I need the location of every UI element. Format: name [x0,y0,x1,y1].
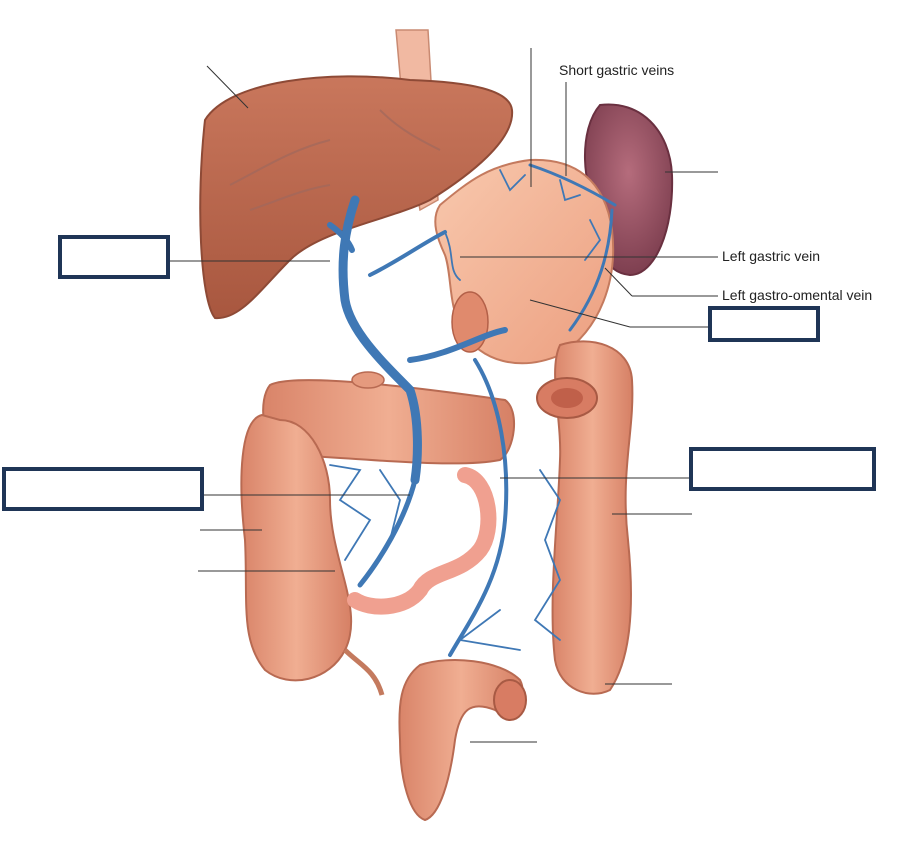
label-left-gastro-omental-vein: Left gastro-omental vein [722,287,873,303]
rectum [398,659,524,822]
hepatic-portal-vein [338,195,422,485]
label-left-gastric-vein: Left gastric vein [722,248,821,264]
portal-venous-system [327,163,617,657]
label-short-gastric-veins: Short gastric veins [559,62,675,78]
splenic-vein [407,327,508,363]
answer-box-4[interactable] [689,447,876,491]
small-intestine [347,467,497,615]
answer-box-1[interactable] [58,235,170,279]
leader-lines [152,48,718,743]
answer-box-2[interactable] [708,306,820,342]
inferior-mesenteric-vein [448,358,509,657]
superior-mesenteric-vein [357,477,418,588]
descending-colon [551,340,634,695]
ascending-colon [240,413,353,682]
answer-box-3[interactable] [2,467,204,511]
